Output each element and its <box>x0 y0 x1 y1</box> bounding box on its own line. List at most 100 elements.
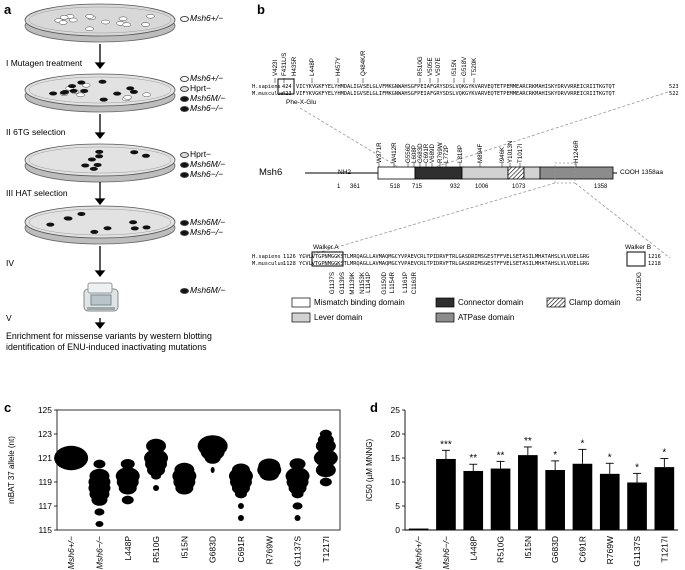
significance-label: * <box>608 452 612 463</box>
ic50-bar <box>599 473 620 530</box>
petri-dish-rim <box>28 6 172 34</box>
colony-open <box>68 17 78 23</box>
colony-dark <box>90 229 99 234</box>
allele-dot <box>237 503 244 509</box>
nh2-label: NH2 <box>338 169 352 176</box>
seq-bot-mm-seq: YCVLVTGPNMGGKSTLMRQAGLLAVMAQMGCYVPAEVCRL… <box>299 261 590 267</box>
x-tick-label: R769W <box>264 536 274 564</box>
panel-a-letter: a <box>4 2 12 17</box>
colony-open <box>85 14 94 19</box>
allele-dot <box>313 449 338 467</box>
allele-dot <box>234 489 247 499</box>
allele-dot <box>315 438 336 454</box>
colony-dark <box>103 226 112 231</box>
walker-mutation-label: M1139K <box>349 271 356 294</box>
colony-legend-icon <box>180 106 189 112</box>
domain-mutation-label: L608P <box>411 145 418 163</box>
panel-a-dishes <box>24 3 176 330</box>
allele-dot <box>259 466 280 481</box>
domain-position-label: 1358 <box>594 184 608 190</box>
seq-bot-mm-label: M.musculus <box>252 261 284 267</box>
ic50-bar <box>654 467 675 530</box>
domain-mutation-label: T1017I <box>517 143 524 163</box>
colony-dark <box>142 225 151 230</box>
significance-label: *** <box>440 439 452 450</box>
ic50-bar <box>627 482 647 530</box>
significance-label: ** <box>524 436 532 447</box>
allele-dot <box>93 459 106 469</box>
x-tick-label: I515N <box>179 536 189 559</box>
colony-legend-icon <box>180 152 189 158</box>
y-tick-label: 125 <box>38 405 52 415</box>
dish-label: Msh6−/− <box>190 169 224 179</box>
domain-mutation-label: L772P <box>443 145 450 163</box>
y-tick-label: 117 <box>38 501 52 511</box>
ic50-bar <box>545 470 565 530</box>
significance-label: * <box>580 438 584 449</box>
step-1-label: I Mutagen treatment <box>6 58 83 68</box>
dish-label: Msh6M/− <box>190 159 226 169</box>
legend-connector: Connector domain <box>458 298 524 307</box>
allele-dot <box>210 467 215 473</box>
y-tick-label: 5 <box>395 501 400 511</box>
colony-open <box>118 16 128 22</box>
colony-open <box>122 22 131 27</box>
allele-dot <box>146 438 167 454</box>
top-mutation-label: H435R <box>291 56 298 76</box>
colony-dark <box>98 79 107 84</box>
allele-dot <box>54 445 89 471</box>
colony-dark <box>89 166 98 171</box>
flow-arrow-head <box>94 198 106 206</box>
y-tick-label: 25 <box>391 405 401 415</box>
western-blot-machine-icon <box>83 282 119 312</box>
top-mutation-label: F431L/S <box>281 53 288 76</box>
colony-open <box>76 92 85 98</box>
x-tick-label: C691R <box>236 536 246 562</box>
colony-open <box>146 14 155 19</box>
petri-dish <box>24 73 176 107</box>
colony-legend-icon <box>180 220 189 226</box>
x-tick-label: G1137S <box>293 536 303 567</box>
walker-mutation-label: G1139S <box>339 272 346 294</box>
petri-dish <box>24 143 176 177</box>
legend-mismatch: Mismatch binding domain <box>314 298 405 307</box>
ic50-bar <box>463 470 484 530</box>
allele-dot <box>147 463 166 477</box>
flow-arrow-head <box>94 322 106 330</box>
ic50-bar <box>490 468 511 530</box>
y-axis-label: mBAT 37 allele (nt) <box>7 436 16 504</box>
colony-dark <box>68 84 77 89</box>
colony-open <box>58 20 68 25</box>
colony-open <box>141 22 150 27</box>
y-tick-label: 119 <box>38 477 52 487</box>
colony-legend-icon <box>180 86 189 92</box>
legend-atpase: ATPase domain <box>458 313 515 322</box>
panel-a-caption: Enrichment for missense variants by west… <box>6 331 212 352</box>
ic50-bar <box>518 455 538 530</box>
x-tick-label: Msh6+/− <box>414 536 424 569</box>
x-tick-label: R510G <box>151 536 161 563</box>
seq-top-mm-start: 423 <box>282 91 292 97</box>
step-2-label: II 6TG selection <box>6 127 66 137</box>
colony-open <box>81 82 91 88</box>
allele-dot <box>121 495 134 505</box>
top-mutation-label: T520K <box>471 57 478 76</box>
colony-dark <box>46 222 55 227</box>
seq-top-mm-seq: VIFYKVGKFYELYHMDALIGVSELGLIFMKGNWAHSGFPE… <box>296 91 615 97</box>
domain-mutation-label: C691R <box>423 143 430 163</box>
colony-dark <box>87 157 96 162</box>
y-tick-label: 10 <box>391 477 401 487</box>
dish-label: Msh6M/− <box>190 93 226 103</box>
seq-bot-mm-start: 1128 <box>283 261 296 267</box>
colony-dark <box>113 91 122 96</box>
domain-position-label: 932 <box>450 184 461 190</box>
allele-dot <box>315 462 336 478</box>
x-tick-label: G1137S <box>632 536 642 567</box>
domain-position-label: 1006 <box>475 184 489 190</box>
colony-dark <box>95 154 104 159</box>
step-3-label: III HAT selection <box>6 188 68 198</box>
domain-position-label: 715 <box>412 184 423 190</box>
colony-legend-icon <box>180 172 189 178</box>
significance-label: * <box>553 450 557 461</box>
